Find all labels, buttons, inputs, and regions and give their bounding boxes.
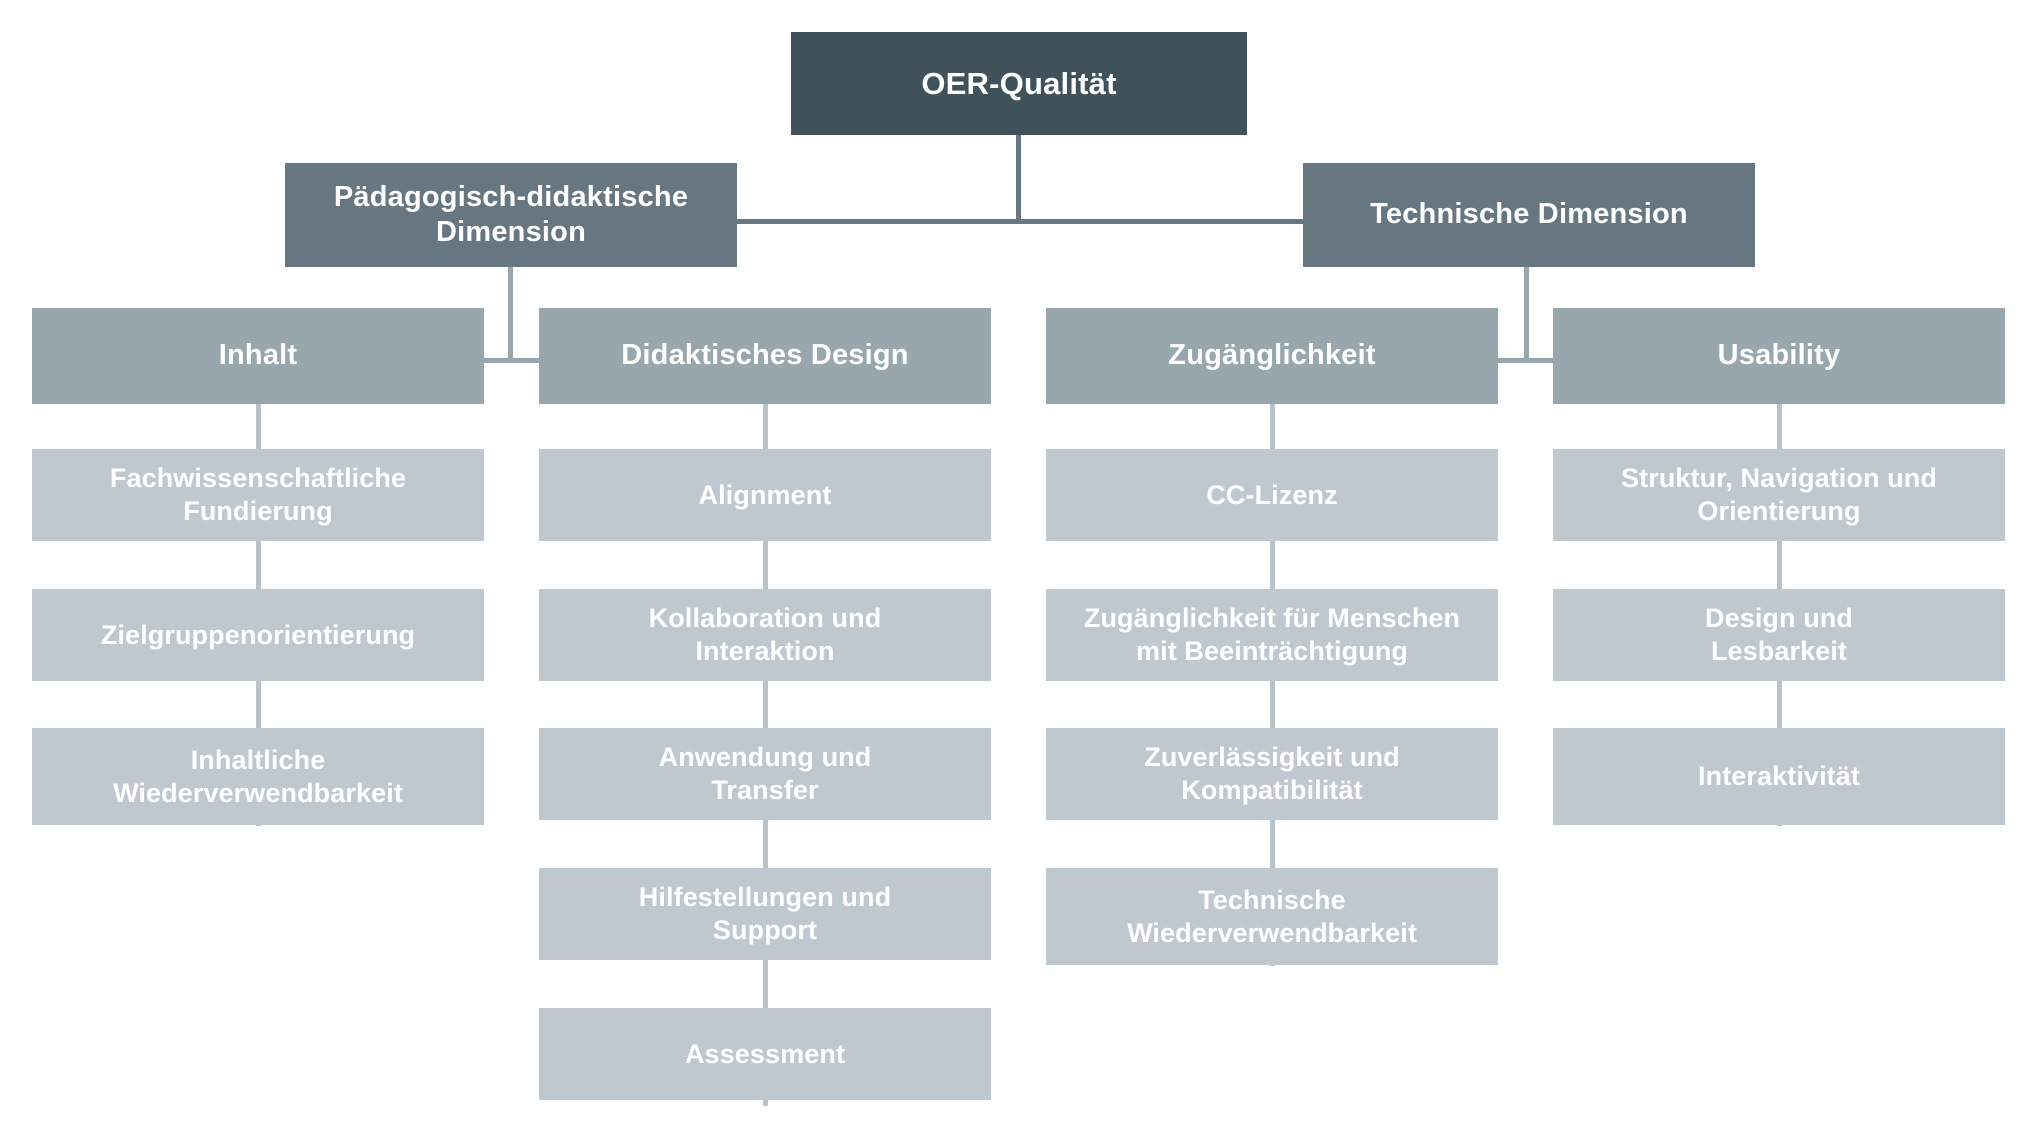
node-category-zugaenglichkeit[interactable]: Zugänglichkeit	[1046, 308, 1498, 404]
node-dimension-technisch[interactable]: Technische Dimension	[1303, 163, 1755, 267]
node-item-technische-wiederverwendbarkeit[interactable]: Technische Wiederverwendbarkeit	[1046, 868, 1498, 965]
connector-dimension-bar	[737, 219, 1303, 224]
node-category-inhalt[interactable]: Inhalt	[32, 308, 484, 404]
node-category-usability[interactable]: Usability	[1553, 308, 2005, 404]
node-item-zielgruppenorientierung[interactable]: Zielgruppenorientierung	[32, 589, 484, 681]
node-item-struktur-navigation-und-orientierung[interactable]: Struktur, Navigation und Orientierung	[1553, 449, 2005, 541]
node-item-hilfestellungen-und-support[interactable]: Hilfestellungen und Support	[539, 868, 991, 960]
node-item-kollaboration-und-interaktion[interactable]: Kollaboration und Interaktion	[539, 589, 991, 681]
connector-cat-bar-left	[372, 358, 650, 363]
connector-column-3-spine	[1270, 404, 1275, 966]
node-item-inhaltliche-wiederverwendbarkeit[interactable]: Inhaltliche Wiederverwendbarkeit	[32, 728, 484, 825]
node-item-interaktivitaet[interactable]: Interaktivität	[1553, 728, 2005, 825]
node-dimension-paedagogisch-didaktisch[interactable]: Pädagogisch-didaktische Dimension	[285, 163, 737, 267]
connector-cat-bar-right	[1388, 358, 1666, 363]
connector-dim2-stem	[1524, 267, 1529, 362]
node-item-alignment[interactable]: Alignment	[539, 449, 991, 541]
node-item-zugaenglichkeit-fuer-menschen-mit-beeintraechtigung[interactable]: Zugänglichkeit für Menschen mit Beeinträ…	[1046, 589, 1498, 681]
node-item-fachwissenschaftliche-fundierung[interactable]: Fachwissenschaftliche Fundierung	[32, 449, 484, 541]
connector-root-stem	[1016, 135, 1021, 221]
node-item-cc-lizenz[interactable]: CC-Lizenz	[1046, 449, 1498, 541]
node-item-zuverlaessigkeit-und-kompatibilitaet[interactable]: Zuverlässigkeit und Kompatibilität	[1046, 728, 1498, 820]
connector-dim1-stem	[508, 267, 513, 362]
node-category-didaktisches-design[interactable]: Didaktisches Design	[539, 308, 991, 404]
node-root-oer-qualitaet[interactable]: OER-Qualität	[791, 32, 1247, 135]
node-item-anwendung-und-transfer[interactable]: Anwendung und Transfer	[539, 728, 991, 820]
node-item-assessment[interactable]: Assessment	[539, 1008, 991, 1100]
node-item-design-und-lesbarkeit[interactable]: Design und Lesbarkeit	[1553, 589, 2005, 681]
